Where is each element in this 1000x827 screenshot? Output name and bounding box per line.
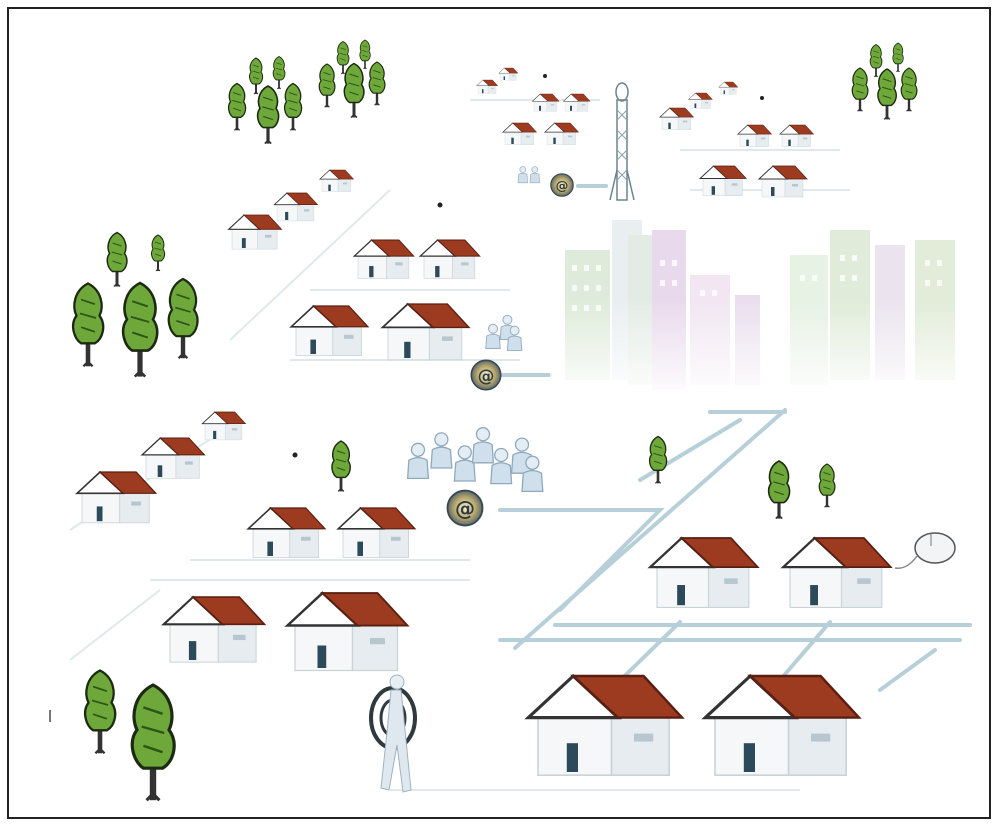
tree-icon	[167, 277, 199, 360]
house-icon	[319, 169, 354, 193]
tree-icon	[892, 42, 904, 73]
tree-icon	[121, 281, 159, 378]
house-icon	[563, 93, 591, 112]
houses	[76, 67, 892, 777]
at-sign-icon	[470, 359, 502, 391]
house-icon	[201, 411, 246, 441]
tree-icon	[343, 62, 365, 119]
tree-icon	[151, 234, 166, 272]
house-icon	[337, 507, 416, 559]
tree-icon	[818, 463, 836, 508]
house-icon	[498, 67, 519, 81]
marker-dots	[292, 74, 764, 458]
walking-person-icon	[369, 674, 417, 793]
house-icon	[703, 674, 861, 777]
house-icon	[649, 536, 759, 609]
house-icon	[532, 93, 560, 112]
tree-icon	[83, 669, 117, 755]
house-icon	[247, 507, 326, 559]
house-icon	[141, 437, 206, 479]
tree-icon	[359, 39, 371, 70]
tree-icon	[227, 82, 247, 131]
tree-icon	[71, 282, 105, 368]
at-sign-icon	[446, 489, 484, 527]
lot-lines	[69, 99, 850, 791]
house-icon	[286, 591, 409, 672]
house-icon	[699, 165, 747, 197]
edge-mark	[49, 710, 51, 722]
tree-icon	[331, 440, 351, 493]
house-icon	[228, 214, 283, 250]
antenna-tower-icon	[609, 82, 635, 201]
house-icon	[688, 92, 713, 109]
house-icon	[290, 305, 369, 357]
tree-icon	[130, 683, 176, 802]
city-skyline	[550, 220, 970, 400]
tree-icon	[256, 85, 280, 145]
tree-icon	[648, 435, 668, 484]
house-icon	[162, 595, 266, 664]
house-icon	[476, 79, 499, 94]
house-icon	[76, 471, 157, 524]
people-group-icon	[517, 166, 540, 184]
mouse-icon	[894, 532, 956, 569]
tree-icon	[900, 67, 918, 112]
tree-icon	[283, 82, 303, 131]
tree-icon	[106, 231, 128, 288]
house-icon	[381, 303, 470, 361]
at-sign-icon	[550, 173, 574, 197]
tree-icon	[318, 63, 336, 108]
people-group-icon	[406, 427, 544, 493]
house-icon	[419, 239, 481, 280]
tree-icon	[272, 56, 286, 90]
house-icon	[273, 192, 318, 222]
tree-icon	[869, 44, 883, 78]
house-icon	[526, 674, 684, 777]
house-icon	[659, 107, 694, 131]
tree-icon	[851, 67, 869, 112]
house-icon	[502, 122, 537, 146]
house-icon	[718, 81, 739, 95]
house-icon	[737, 124, 772, 148]
house-icon	[782, 536, 892, 609]
tree-icon	[249, 57, 264, 95]
house-icon	[353, 239, 415, 280]
tree-icon	[368, 61, 386, 106]
house-icon	[544, 122, 579, 146]
house-icon	[758, 165, 808, 198]
house-icon	[779, 124, 814, 148]
tree-icon	[877, 68, 897, 121]
tree-icon	[767, 460, 791, 520]
people-group-icon	[485, 314, 523, 351]
